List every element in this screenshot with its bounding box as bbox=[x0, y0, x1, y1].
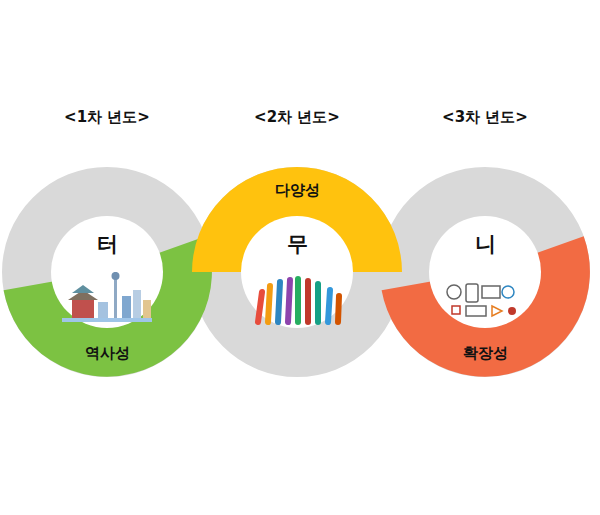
arc-label: 다양성 bbox=[192, 181, 402, 200]
year-heading: <1차 년도> bbox=[2, 108, 212, 127]
ring-node: <2차 년도> 다양성무 bbox=[192, 100, 402, 390]
inner-circle bbox=[429, 216, 541, 328]
inner-circle bbox=[51, 216, 163, 328]
arc-label: 역사성 bbox=[2, 344, 212, 363]
grey-ring bbox=[217, 192, 377, 352]
arc-label: 확장성 bbox=[380, 344, 590, 363]
ring-node: <1차 년도> 역사성 터 bbox=[2, 100, 212, 390]
center-circle: 터 bbox=[51, 216, 163, 328]
year-heading: <2차 년도> bbox=[192, 108, 402, 127]
center-char: 터 bbox=[51, 230, 163, 258]
device-icons bbox=[447, 284, 516, 316]
inner-circle bbox=[241, 216, 353, 328]
city-skyline bbox=[62, 272, 152, 322]
center-char: 무 bbox=[241, 230, 353, 258]
year-heading: <3차 년도> bbox=[380, 108, 590, 127]
grey-ring bbox=[27, 192, 187, 352]
center-char: 니 bbox=[429, 230, 541, 258]
center-circle: 니 bbox=[429, 216, 541, 328]
raised-hands bbox=[258, 279, 339, 322]
ring-node: <3차 년도> 확장성 니 bbox=[380, 100, 590, 390]
grey-ring bbox=[405, 192, 565, 352]
center-circle: 무 bbox=[241, 216, 353, 328]
